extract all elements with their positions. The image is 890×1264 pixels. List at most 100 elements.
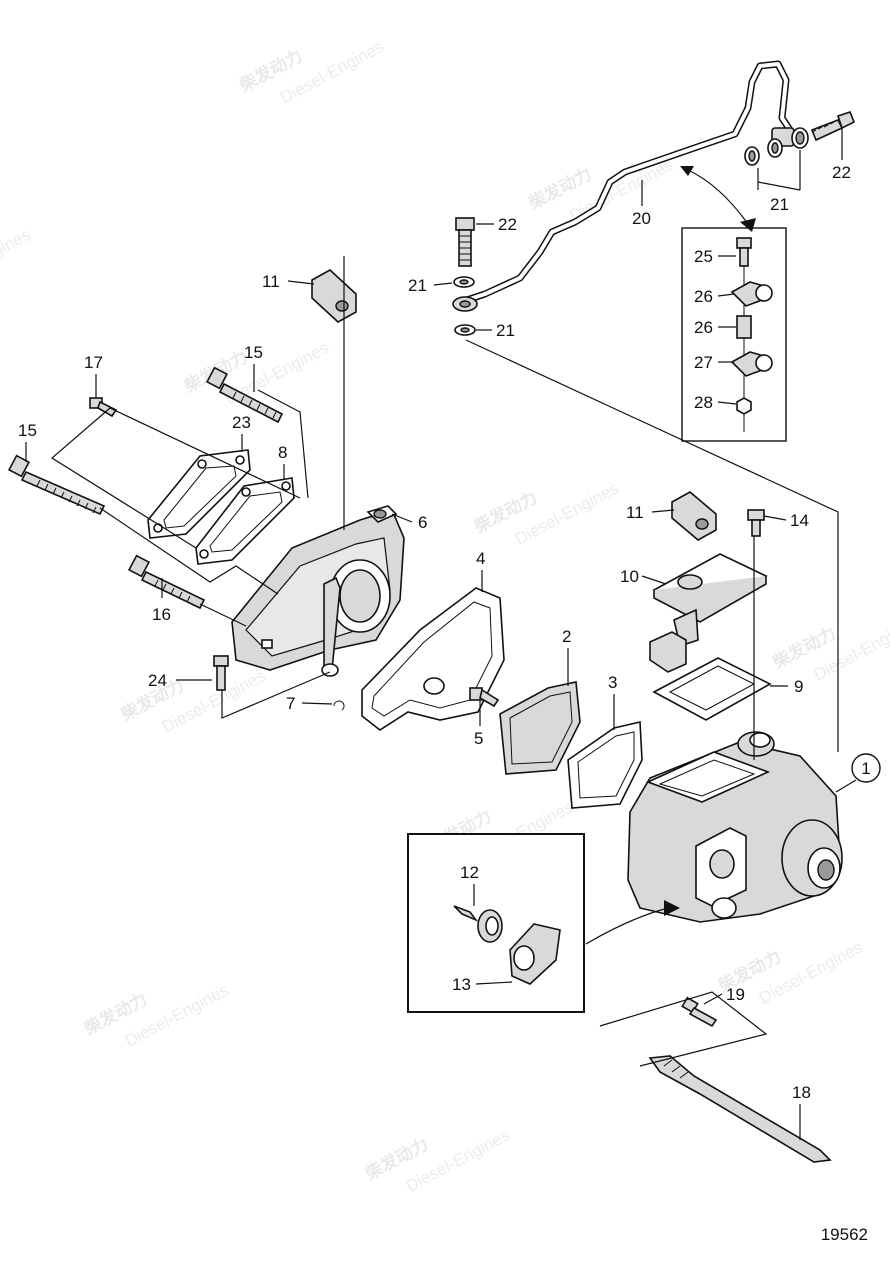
callout-13: 13 (452, 975, 513, 994)
callout-20: 20 (632, 180, 651, 228)
svg-text:7: 7 (286, 694, 295, 713)
callout-8: 8 (278, 443, 287, 480)
svg-text:16: 16 (152, 605, 171, 624)
callout-7: 7 (286, 694, 333, 713)
leader-lines (50, 150, 839, 1067)
callout-15-upper: 15 (244, 343, 263, 392)
svg-text:15: 15 (18, 421, 37, 440)
callout-3: 3 (608, 673, 617, 730)
svg-text:9: 9 (794, 677, 803, 696)
callout-26-lower: 27 (694, 353, 734, 372)
figure-id: 19562 (821, 1225, 868, 1244)
dipstick-18 (648, 1055, 832, 1163)
svg-text:2: 2 (562, 627, 571, 646)
svg-text:22: 22 (832, 163, 851, 182)
callout-17: 17 (84, 353, 103, 398)
svg-text:6: 6 (418, 513, 427, 532)
inset-arrowhead-bottom (740, 218, 756, 232)
svg-text:22: 22 (498, 215, 517, 234)
svg-text:Diesel-Engines: Diesel-Engines (0, 225, 34, 295)
bolt-16 (127, 554, 206, 610)
screw-24 (213, 655, 229, 691)
callout-14: 14 (763, 511, 809, 530)
gasket-23 (147, 449, 251, 539)
callout-26-upper: 26 (694, 287, 735, 306)
callout-21-left: 21 (408, 276, 453, 295)
callout-11-left: 11 (262, 272, 315, 291)
svg-text:4: 4 (476, 549, 485, 568)
svg-text:21: 21 (770, 195, 789, 214)
bolt-15-lower (7, 454, 106, 516)
svg-text:3: 3 (608, 673, 617, 692)
svg-text:28: 28 (694, 393, 713, 412)
callout-19: 19 (703, 985, 745, 1005)
svg-text:25: 25 (694, 247, 713, 266)
svg-text:11: 11 (626, 503, 644, 522)
detail-inset-sensor (407, 833, 585, 1013)
svg-text:13: 13 (452, 975, 471, 994)
callout-27: 26 (694, 318, 736, 337)
callout-18: 18 (792, 1083, 811, 1140)
svg-text:24: 24 (148, 671, 167, 690)
svg-text:5: 5 (474, 729, 483, 748)
callout-4: 4 (476, 549, 485, 592)
inset-arrowhead-top (680, 166, 694, 176)
callout-25: 25 (694, 247, 736, 266)
callout-28: 28 (694, 393, 737, 412)
svg-text:27: 27 (694, 353, 713, 372)
svg-text:8: 8 (278, 443, 287, 462)
gasket-4 (361, 587, 505, 731)
inset-pointer-line (687, 169, 749, 225)
gasket-3 (567, 721, 643, 809)
callout-21-right: 21 (770, 195, 789, 214)
callout-16: 16 (152, 578, 171, 624)
sensor-pointer-line (585, 907, 669, 945)
bracket-11-right (671, 491, 717, 541)
cover-8 (195, 477, 295, 565)
screw-14 (747, 509, 765, 537)
callout-6: 6 (391, 513, 427, 532)
callout-22-left: 22 (476, 215, 517, 234)
callout-11-right: 11 (626, 503, 675, 522)
cover-2 (499, 681, 581, 775)
watermark-row-1: 柴发动力 Diesel-Engines 柴发动力 Diesel-Engines (0, 37, 387, 295)
callout-24: 24 (148, 671, 212, 690)
callout-22-right: 22 (832, 128, 851, 182)
svg-text:15: 15 (244, 343, 263, 362)
circlip-7 (333, 700, 345, 711)
bracket-11-left (311, 269, 357, 323)
svg-text:12: 12 (460, 863, 479, 882)
plate-10 (649, 553, 768, 673)
svg-text:1: 1 (861, 759, 870, 778)
lever-arm (321, 576, 341, 677)
detail-inset-clamp (681, 227, 787, 442)
svg-text:18: 18 (792, 1083, 811, 1102)
callout-23: 23 (232, 413, 251, 452)
callout-2: 2 (562, 627, 571, 686)
svg-text:11: 11 (262, 272, 280, 291)
banjo-bolt-22-left (455, 217, 475, 267)
svg-text:21: 21 (496, 321, 515, 340)
injection-pump-1 (627, 731, 843, 923)
callout-21-left-lower: 21 (476, 321, 515, 340)
callout-15-lower: 15 (18, 421, 37, 462)
housing-6 (231, 505, 405, 671)
svg-text:20: 20 (632, 209, 651, 228)
svg-text:17: 17 (84, 353, 103, 372)
svg-text:10: 10 (620, 567, 639, 586)
banjo-bolt-22-right (810, 111, 856, 142)
svg-text:19: 19 (726, 985, 745, 1004)
sensor-arrowhead (664, 900, 680, 916)
screw-5 (469, 687, 500, 708)
screw-19 (681, 996, 718, 1028)
banjo-washers-left (452, 276, 478, 336)
callout-1: 1 (835, 753, 881, 793)
svg-text:14: 14 (790, 511, 809, 530)
svg-text:26: 26 (694, 287, 713, 306)
bolt-15-upper (205, 366, 284, 424)
callout-12: 12 (460, 863, 479, 906)
svg-text:21: 21 (408, 276, 427, 295)
svg-text:23: 23 (232, 413, 251, 432)
